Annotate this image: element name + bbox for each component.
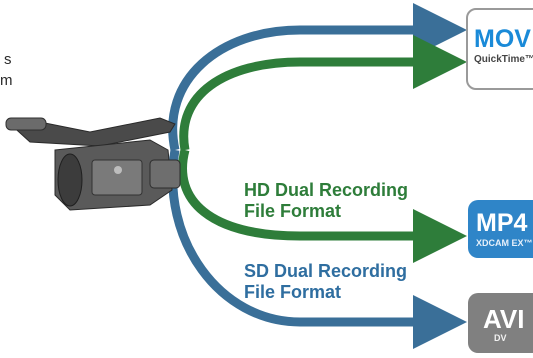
camcorder-panel: [91, 159, 143, 196]
blue-arrow-to-mov: [168, 3, 467, 151]
sd-dual-recording-label: SD Dual Recording File Format: [244, 261, 407, 303]
mp4-badge-title: MP4: [476, 209, 528, 237]
sd-label-line-1: SD Dual Recording: [244, 261, 408, 281]
mov-format-badge: MOV QuickTime™: [466, 8, 533, 90]
avi-format-badge: AVI DV: [468, 293, 533, 353]
camcorder-button: [114, 166, 122, 174]
mp4-format-badge: MP4 XDCAM EX™: [468, 200, 533, 258]
sd-label-line-2: File Format: [244, 282, 342, 302]
hd-dual-recording-label: HD Dual Recording File Format: [244, 180, 408, 222]
camcorder-mic: [5, 117, 47, 131]
camcorder-handle: [6, 117, 176, 147]
camcorder-viewfinder: [149, 159, 181, 189]
hd-label-line-2: File Format: [244, 201, 342, 221]
avi-badge-title: AVI: [483, 304, 525, 334]
hd-label-line-1: HD Dual Recording: [244, 180, 409, 200]
green-arrow-to-mp4: [178, 148, 467, 263]
camcorder-icon: [5, 117, 181, 211]
mov-badge-title: MOV: [474, 25, 531, 53]
camcorder-lens: [57, 153, 83, 207]
mov-badge-subtitle: QuickTime™: [474, 54, 533, 65]
mp4-badge-subtitle: XDCAM EX™: [476, 238, 533, 248]
clipped-text-line-2: m: [0, 72, 13, 89]
avi-badge-subtitle: DV: [494, 333, 507, 343]
green-arrow-to-mov: [179, 35, 467, 151]
clipped-text-line-1: s: [4, 51, 12, 68]
